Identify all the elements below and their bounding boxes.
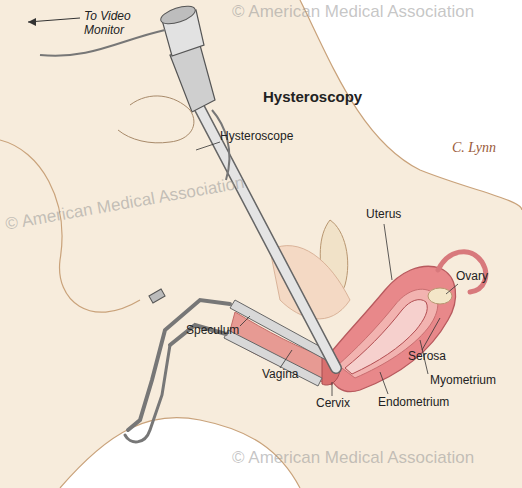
part-label: Serosa [408,350,446,364]
destination-note: To Video Monitor [84,10,144,38]
fluid-port [212,110,229,180]
leader-line [196,142,220,150]
watermark: © American Medical Association [232,448,474,468]
leader-line [446,284,458,294]
speculum-handle [128,300,230,430]
speculum-hook [125,345,170,442]
diagram-title: Hysteroscopy [263,88,362,105]
part-label: Speculum [186,324,239,338]
leader-line [280,350,292,368]
part-label: Uterus [366,208,401,222]
body-contour [300,0,522,210]
part-label: Ovary [456,270,488,284]
watermark: © American Medical Association [232,2,474,22]
speculum-lower-blade [224,330,322,386]
leader-line [332,382,333,396]
part-label: Vagina [262,368,298,382]
eyepiece-lens [159,3,198,27]
leader-line [240,316,250,326]
thumb-screw [149,289,165,303]
myometrium [338,289,438,378]
part-label: Hysteroscope [220,130,293,144]
leader-line [422,318,440,350]
part-label: Myometrium [430,374,496,388]
monitor-arrowhead [28,18,36,26]
leader-line [384,224,392,280]
hand [118,96,194,143]
part-label: Cervix [316,397,350,411]
part-label: Endometrium [378,396,449,410]
uterus [325,266,456,391]
artist-signature: C. Lynn [452,140,496,156]
leader-line [380,372,388,394]
ovary [428,288,452,304]
